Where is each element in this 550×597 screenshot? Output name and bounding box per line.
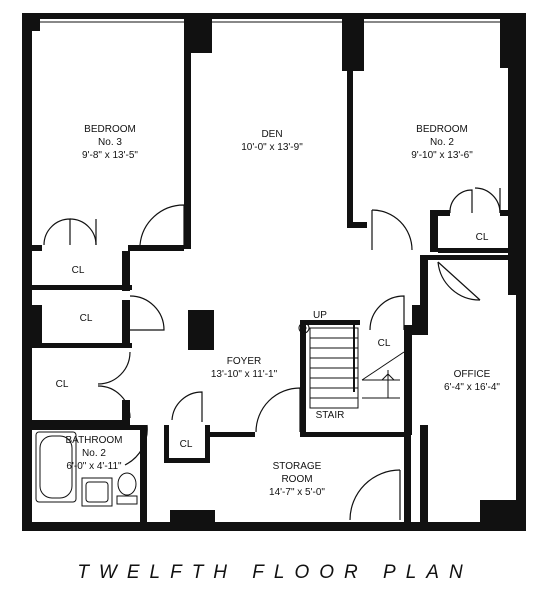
foyer-size: 13'-10" x 11'-1" xyxy=(211,369,278,380)
closet-label: CL xyxy=(378,338,391,349)
den-size: 10'-0" x 13'-9" xyxy=(241,142,303,153)
outer-walls xyxy=(22,13,526,531)
room-label-bedroom-2: BEDROOM No. 2 9'-10" x 13'-6" xyxy=(411,124,473,161)
room-label-den: DEN 10'-0" x 13'-9" xyxy=(241,129,303,153)
den-name: DEN xyxy=(261,129,282,140)
bedroom-2-size: 9'-10" x 13'-6" xyxy=(411,150,473,161)
bedroom-3-size: 9'-8" x 13'-5" xyxy=(82,150,138,161)
closet-label: CL xyxy=(180,439,193,450)
bathroom-2-size: 6'-0" x 4'-11" xyxy=(66,461,122,472)
closet-label: CL xyxy=(476,232,489,243)
storage-size: 14'-7" x 5'-0" xyxy=(269,487,325,498)
interior-walls xyxy=(32,13,516,525)
room-label-office: OFFICE 6'-4" x 16'-4" xyxy=(444,369,500,393)
bathroom-2-number: No. 2 xyxy=(82,448,106,459)
closet-label: CL xyxy=(56,379,69,390)
room-label-bedroom-3: BEDROOM No. 3 9'-8" x 13'-5" xyxy=(82,124,138,161)
room-label-storage: STORAGE ROOM 14'-7" x 5'-0" xyxy=(269,461,325,498)
bedroom-3-number: No. 3 xyxy=(98,137,122,148)
storage-name: STORAGE xyxy=(273,461,322,472)
door-swings xyxy=(43,187,501,521)
stair-treads xyxy=(298,322,405,409)
room-label-bathroom-2: BATHROOM No. 2 6'-0" x 4'-11" xyxy=(65,435,122,472)
office-name: OFFICE xyxy=(454,369,491,380)
storage-name-2: ROOM xyxy=(281,474,312,485)
floor-plan-caption: TWELFTH FLOOR PLAN xyxy=(77,562,473,583)
bedroom-2-name: BEDROOM xyxy=(416,124,468,135)
closet-labels: CL CL CL CL CL CL xyxy=(56,232,489,450)
closet-label: CL xyxy=(72,265,85,276)
closet-label: CL xyxy=(80,313,93,324)
bathroom-fixtures xyxy=(35,431,138,507)
bathroom-2-name: BATHROOM xyxy=(65,435,122,446)
bedroom-2-number: No. 2 xyxy=(430,137,454,148)
foyer-name: FOYER xyxy=(227,356,261,367)
room-label-foyer: FOYER 13'-10" x 11'-1" xyxy=(211,356,278,380)
stair-up-label: UP xyxy=(313,310,327,321)
stair-label: STAIR xyxy=(316,410,345,421)
bedroom-3-name: BEDROOM xyxy=(84,124,136,135)
office-size: 6'-4" x 16'-4" xyxy=(444,382,500,393)
